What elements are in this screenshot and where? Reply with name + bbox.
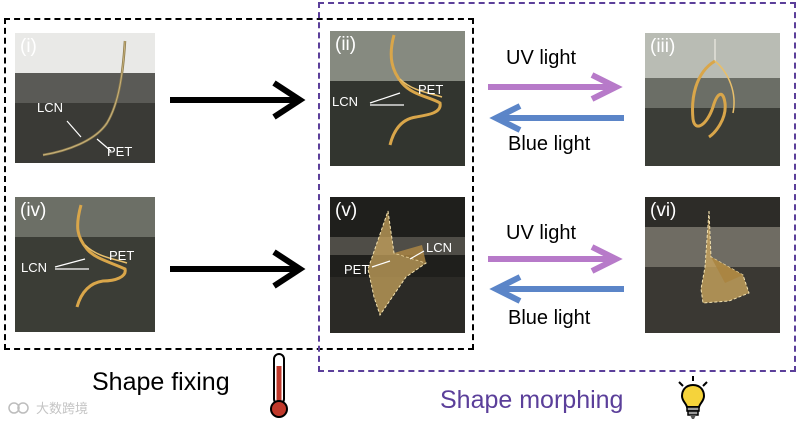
panel-v-label: (v) [335,200,358,221]
panel-ii-photo: (ii) LCN PET [330,31,465,166]
panel-vi-label: (vi) [650,200,677,221]
panel-i-label: (i) [20,36,37,57]
shape-morphing-caption: Shape morphing [440,386,624,414]
watermark: 大数跨境 [8,398,88,417]
panel-iv-label: (iv) [20,200,47,221]
blue-light-label-bottom: Blue light [508,307,591,329]
panel-iii-photo: (iii) [645,33,780,166]
blue-arrow-top [486,103,626,133]
fixing-arrow-bottom [168,249,308,289]
panel-ii-label: (ii) [335,34,357,55]
shape-fixing-frame [4,18,474,350]
panel-ii-pet-label: PET [418,82,444,97]
panel-iv-photo: (iv) LCN PET [15,197,155,332]
panel-v-pet-label: PET [344,262,370,277]
panel-iii-label: (iii) [650,36,676,57]
panel-iv-lcn-label: LCN [21,260,48,275]
panel-v-photo: (v) PET LCN [330,197,465,333]
panel-i-pet-label: PET [107,144,133,159]
uv-light-label-top: UV light [506,47,577,69]
blue-arrow-bottom [486,274,626,304]
panel-i-lcn-label: LCN [37,100,64,115]
lightbulb-icon [676,376,710,420]
shape-morphing-frame [318,2,796,372]
watermark-text: 大数跨境 [36,402,89,417]
panel-vi-photo: (vi) [645,197,780,333]
blue-light-label-top: Blue light [508,133,591,155]
panel-ii-lcn-label: LCN [332,94,359,109]
uv-light-label-bottom: UV light [506,222,577,244]
panel-v-lcn-label: LCN [426,240,453,255]
thermometer-icon [268,352,290,420]
uv-arrow-bottom [486,244,626,274]
uv-arrow-top [486,72,626,102]
shape-fixing-caption: Shape fixing [92,368,230,396]
watermark-logo-icon [8,401,29,414]
panel-i-photo: (i) LCN PET [15,33,155,163]
panel-iv-pet-label: PET [109,248,135,263]
fixing-arrow-top [168,80,308,120]
